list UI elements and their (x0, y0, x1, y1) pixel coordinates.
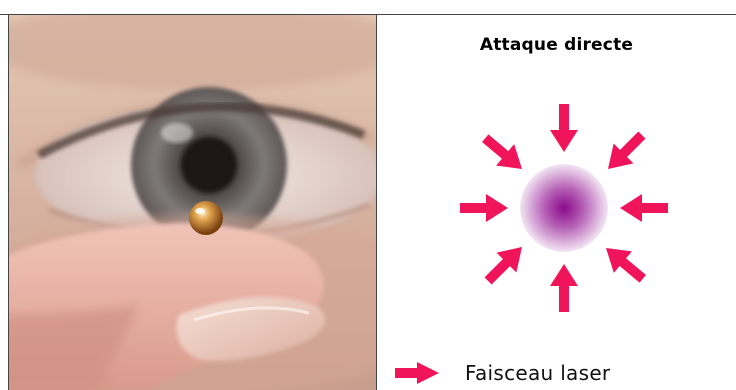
eye-photo-illustration (9, 15, 377, 390)
laser-arrow-top (550, 104, 578, 152)
direct-attack-diagram: Attaque directe (377, 15, 736, 390)
laser-arrow-bottom-right (597, 237, 652, 289)
laser-arrow-right (620, 194, 668, 222)
legend: Faisceau laser (395, 360, 610, 386)
laser-arrow-legend-icon (395, 362, 439, 384)
laser-target-graphic (377, 15, 736, 390)
laser-arrow-bottom-left (478, 237, 532, 291)
laser-arrow-bottom (550, 264, 578, 312)
laser-arrow-top-left (476, 127, 531, 179)
laser-arrow-top-right (598, 125, 652, 179)
target-pellet (520, 164, 608, 252)
laser-arrow-left (460, 194, 508, 222)
eye-photo (8, 15, 377, 390)
legend-label: Faisceau laser (465, 361, 610, 385)
